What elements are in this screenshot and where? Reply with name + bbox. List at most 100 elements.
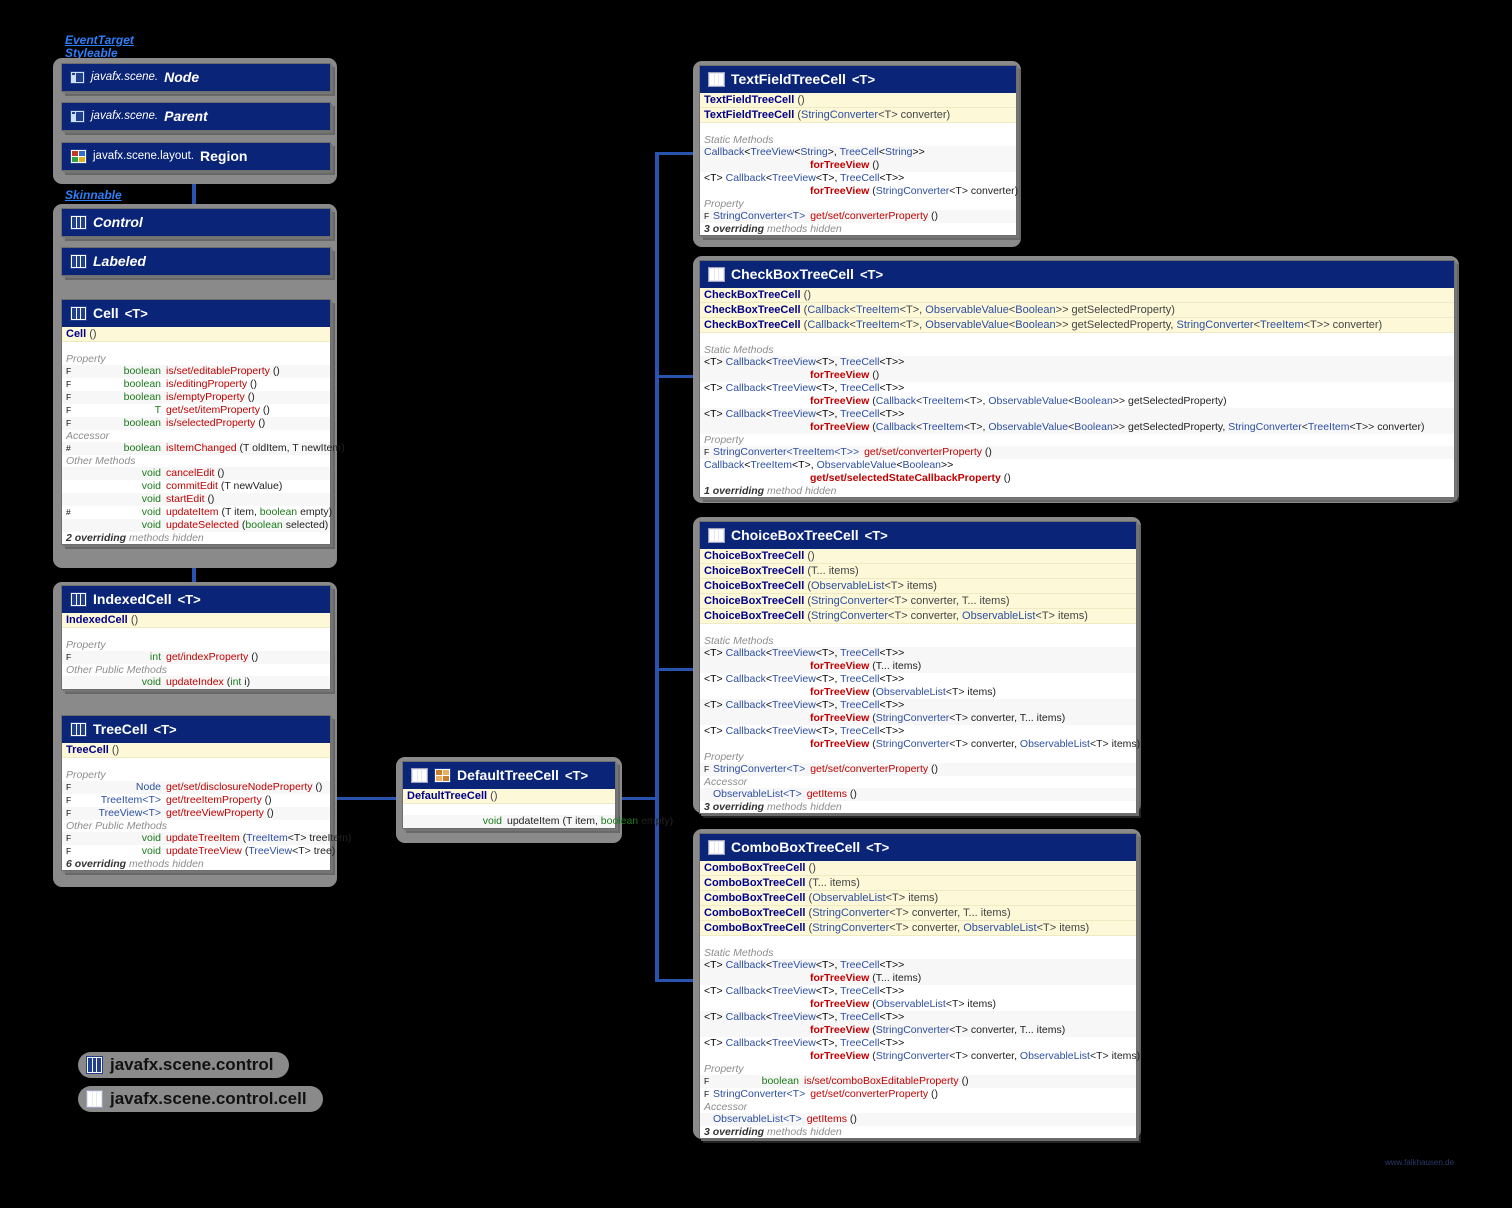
member-args: (): [272, 365, 280, 377]
member-type: ObservableList<T>: [713, 788, 802, 800]
class-header-defaulttreecell: DefaultTreeCell<T>: [403, 762, 615, 789]
body-spacer: [700, 624, 1136, 635]
class-box-parent[interactable]: javafx.scene.Parent: [61, 102, 331, 131]
class-box-checkboxtreecell[interactable]: CheckBoxTreeCell<T> CheckBoxTreeCell ()C…: [699, 260, 1455, 498]
constructor-row: ChoiceBoxTreeCell (ObservableList<T> ite…: [700, 579, 1136, 594]
member-type: void: [141, 467, 161, 479]
member-args: (): [266, 807, 274, 819]
member-name: cancelEdit: [166, 467, 215, 479]
class-generic-treecell: <T>: [153, 721, 177, 737]
class-header-comboboxtreecell: ComboBoxTreeCell<T>: [700, 834, 1136, 861]
constructor-row: TreeCell (): [62, 743, 330, 758]
region-icon: [434, 767, 451, 783]
class-header-region: javafx.scene.layout.Region: [62, 143, 330, 170]
member-row-cont: forTreeView (StringConverter<T> converte…: [700, 1024, 1136, 1037]
visibility-marker: F: [66, 405, 72, 415]
connector-cell-indexedcell: [192, 546, 196, 598]
class-name-control: Control: [93, 214, 143, 230]
constructor-row: ComboBoxTreeCell (StringConverter<T> con…: [700, 906, 1136, 921]
class-box-labeled[interactable]: Labeled: [61, 247, 331, 276]
member-args: (int i): [226, 676, 251, 688]
member-type: int: [149, 651, 161, 663]
member-name: get/set/disclosureNodeProperty: [166, 781, 313, 793]
member-row-cont: forTreeView (StringConverter<T> converte…: [700, 1050, 1140, 1063]
class-header-indexedcell: IndexedCell<T>: [62, 586, 330, 613]
body-spacer: [62, 342, 330, 353]
hidden-members-note: 1 overriding method hidden: [700, 485, 1454, 497]
visibility-marker: F: [704, 447, 710, 457]
connector-to-textfieldtreecell: [655, 152, 710, 155]
section-title: Property: [700, 751, 1136, 763]
class-header-treecell: TreeCell<T>: [62, 716, 330, 743]
class-name-indexedcell: IndexedCell: [93, 591, 172, 607]
member-args: (T newValue): [220, 480, 283, 492]
member-row-cont: forTreeView (ObservableList<T> items): [700, 686, 1136, 699]
cell-icon: [708, 71, 725, 87]
class-box-textfieldtreecell[interactable]: TextFieldTreeCell<T> TextFieldTreeCell (…: [699, 65, 1018, 236]
member-row-cont: forTreeView (T... items): [700, 972, 1136, 985]
member-row-cont: forTreeView (StringConverter<T> converte…: [700, 185, 1018, 198]
class-header-labeled: Labeled: [62, 248, 330, 275]
class-box-control[interactable]: Control: [61, 208, 331, 237]
visibility-marker: F: [704, 211, 710, 221]
connector-defaulttreecell-to-treecell: [330, 797, 402, 800]
class-generic-defaulttreecell: <T>: [564, 767, 589, 783]
member-row: <T> Callback<TreeView<T>, TreeCell<T>>: [700, 699, 1136, 712]
member-row-cont: forTreeView (T... items): [700, 660, 1136, 673]
member-type: boolean: [123, 378, 161, 390]
member-name: is/set/editableProperty: [166, 365, 270, 377]
visibility-marker: #: [66, 443, 71, 453]
section-title: Property: [700, 434, 1454, 446]
class-name-comboboxtreecell: ComboBoxTreeCell: [731, 839, 861, 855]
section-title: Other Public Methods: [62, 820, 330, 832]
member-args: (): [250, 378, 258, 390]
body-spacer: [403, 804, 615, 815]
member-row-cont: forTreeView (): [700, 369, 1454, 382]
node-icon: [70, 70, 85, 84]
class-box-node[interactable]: javafx.scene.Node: [61, 63, 331, 92]
visibility-marker: F: [66, 846, 72, 856]
section-title: Accessor: [700, 1101, 1136, 1113]
visibility-marker: F: [66, 418, 72, 428]
constructor-row: ComboBoxTreeCell (StringConverter<T> con…: [700, 921, 1136, 936]
member-type: void: [141, 519, 161, 531]
class-box-defaulttreecell[interactable]: DefaultTreeCell<T> DefaultTreeCell () voi…: [402, 761, 673, 829]
member-type: boolean: [123, 365, 161, 377]
class-name-labeled: Labeled: [93, 253, 146, 269]
section-title: Other Methods: [62, 455, 330, 467]
control-icon: [70, 214, 87, 230]
body-spacer: [700, 333, 1454, 344]
section-title: Property: [700, 198, 1016, 210]
connector-trunk-vertical: [655, 152, 659, 982]
constructor-row: Cell (): [62, 327, 330, 342]
member-row-cont: forTreeView (): [700, 159, 1016, 172]
class-box-region[interactable]: javafx.scene.layout.Region: [61, 142, 331, 171]
member-name: updateTreeItem: [166, 832, 240, 844]
member-args: (): [262, 404, 270, 416]
cell-icon: [708, 266, 725, 282]
class-box-comboboxtreecell[interactable]: ComboBoxTreeCell<T> ComboBoxTreeCell ()C…: [699, 833, 1140, 1139]
class-name-parent: Parent: [164, 108, 208, 124]
constructor-row: DefaultTreeCell (): [403, 789, 615, 804]
member-type: boolean: [123, 417, 161, 429]
class-box-choiceboxtreecell[interactable]: ChoiceBoxTreeCell<T> ChoiceBoxTreeCell (…: [699, 521, 1140, 814]
body-spacer: [700, 936, 1136, 947]
class-header-choiceboxtreecell: ChoiceBoxTreeCell<T>: [700, 522, 1136, 549]
member-type: void: [141, 493, 161, 505]
visibility-marker: F: [704, 1089, 710, 1099]
